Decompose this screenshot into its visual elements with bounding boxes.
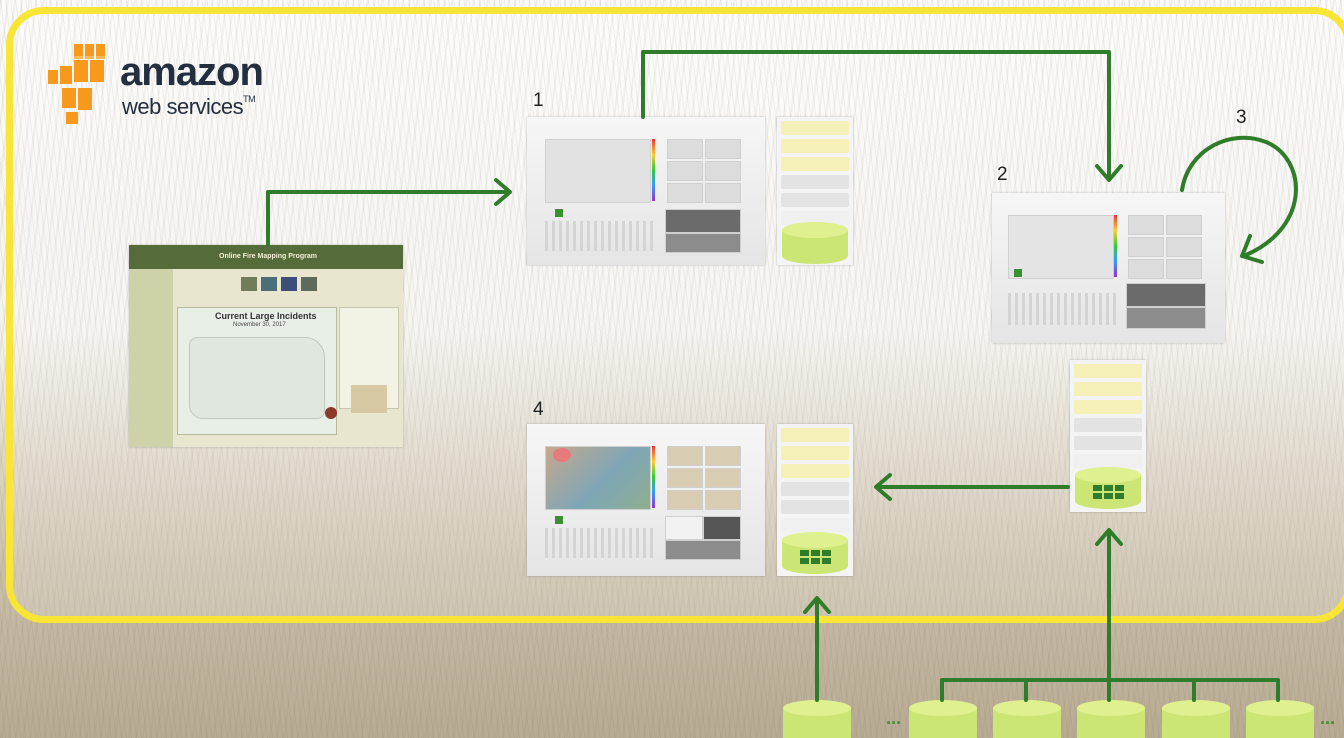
- step4-dashboard-thumbnail: [527, 424, 765, 576]
- step-number-4: 4: [533, 399, 544, 420]
- aws-logo: amazon web servicesTM: [48, 44, 288, 144]
- aws-brand-text: amazon: [120, 50, 264, 94]
- step-number-2: 2: [997, 164, 1008, 185]
- website-date: November 30, 2017: [233, 322, 286, 328]
- step4-database-icon: [782, 532, 848, 574]
- aws-trademark: TM: [243, 94, 256, 104]
- website-title: Online Fire Mapping Program: [219, 253, 318, 260]
- source-database-icon: [1162, 700, 1230, 738]
- source-database-icon: [1246, 700, 1314, 738]
- source-database-icon: [783, 700, 851, 738]
- source-database-icon: [909, 700, 977, 738]
- arrow-step1-to-step2: [641, 50, 1111, 180]
- aws-subbrand-text: web servicesTM: [122, 94, 256, 120]
- arrow-website-to-step1: [266, 190, 510, 247]
- more-sources-ellipsis-left: ...: [886, 708, 902, 728]
- aws-subbrand-label: web services: [122, 94, 244, 119]
- step1-database-icon: [782, 222, 848, 264]
- aws-cubes-icon: [48, 44, 105, 124]
- website-heading: Current Large Incidents: [215, 311, 317, 321]
- step2-dashboard-thumbnail: [992, 193, 1225, 343]
- step-number-1: 1: [533, 90, 544, 111]
- step1-dashboard-thumbnail: [527, 117, 765, 265]
- step-number-3: 3: [1236, 107, 1247, 128]
- source-database-icon: [993, 700, 1061, 738]
- step2-database-icon: [1075, 467, 1141, 509]
- arrow-step3-loop: [1180, 135, 1298, 257]
- source-bus: [940, 678, 1280, 702]
- more-sources-ellipsis-right: ...: [1320, 708, 1336, 728]
- source-database-icon: [1077, 700, 1145, 738]
- fire-mapping-website-thumbnail: Online Fire Mapping Program Current Larg…: [129, 245, 403, 447]
